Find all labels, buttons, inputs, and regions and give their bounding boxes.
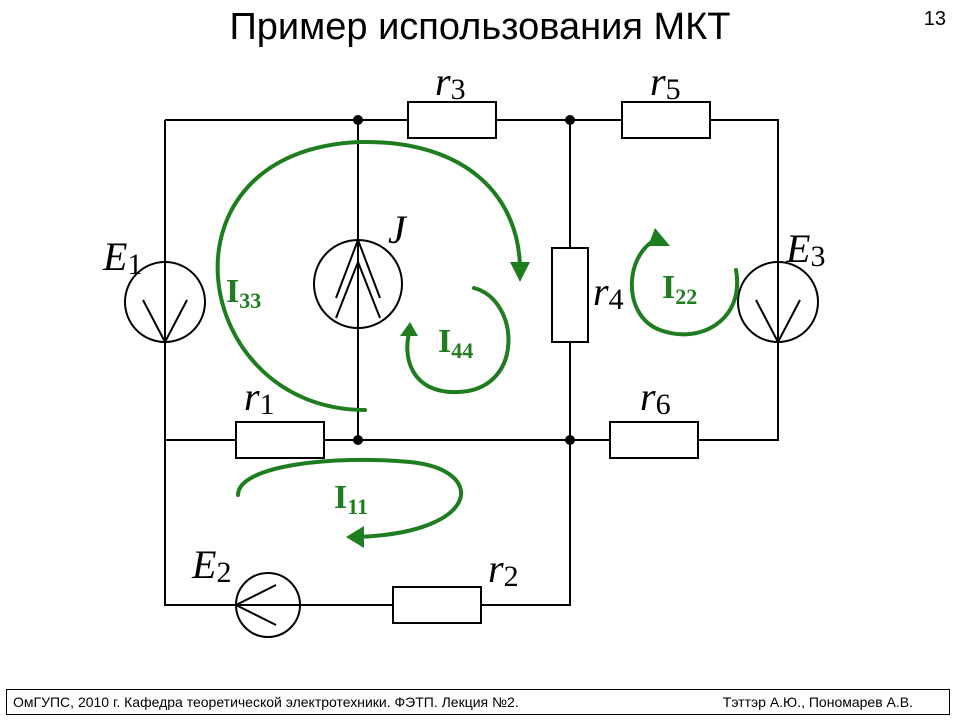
wires [164, 119, 779, 606]
label-r2: r2 [488, 546, 519, 593]
loop-arrow-i22 [629, 236, 740, 337]
wire-top-right [710, 119, 779, 262]
page-number: 13 [923, 8, 946, 30]
wire-right-lower [698, 342, 779, 441]
resistor-r4 [551, 247, 589, 343]
resistor-r2 [392, 586, 482, 624]
footer-bar: ОмГУПС, 2010 г. Кафедра теоретической эл… [6, 689, 950, 715]
loop-arrows [215, 139, 740, 539]
label-i44: I44 [438, 323, 473, 363]
source-e1 [124, 261, 206, 345]
label-r1: r1 [244, 374, 275, 421]
current-source-j [313, 237, 403, 329]
arrowhead-i11 [346, 526, 364, 548]
loop-arrowheads [346, 228, 670, 548]
label-i11: I11 [334, 479, 368, 519]
arrowhead-i44 [400, 322, 418, 336]
arrowhead-i33 [510, 262, 530, 282]
label-i22: I22 [662, 269, 697, 309]
label-e3: E3 [785, 226, 825, 273]
loop-arrow-i44 [405, 286, 511, 395]
label-i33: I33 [226, 273, 261, 313]
resistor-r6 [609, 421, 699, 459]
loop-arrow-i11 [236, 457, 464, 539]
label-e1: E1 [102, 234, 142, 281]
label-r6: r6 [640, 374, 671, 421]
resistor-r3 [407, 101, 497, 139]
nodes [353, 115, 575, 445]
footer-authors: Тэттэр А.Ю., Пономарев А.В. [722, 694, 913, 710]
resistor-r1 [235, 421, 325, 459]
slide-title: Пример использования МКТ [229, 6, 731, 48]
label-e2: E2 [191, 542, 231, 589]
node [565, 435, 575, 445]
node [353, 115, 363, 125]
node [565, 115, 575, 125]
wire-bottom-right [481, 440, 571, 606]
footer-institution: ОмГУПС, 2010 г. Кафедра теоретической эл… [13, 694, 519, 710]
label-j: J [388, 207, 408, 252]
arrowhead-i22 [648, 228, 670, 246]
wire-left-bottom [164, 440, 236, 606]
node [353, 435, 363, 445]
resistor-r5 [621, 101, 711, 139]
circuit-diagram: r3 r5 r4 r1 r6 r2 E1 E3 E2 J I33 I44 I22… [102, 59, 825, 638]
source-e2 [233, 572, 301, 638]
source-e3 [737, 261, 819, 345]
resistors [235, 101, 711, 624]
label-r3: r3 [435, 59, 466, 106]
label-r4: r4 [593, 269, 624, 316]
loop-arrow-i33 [215, 139, 522, 412]
label-r5: r5 [650, 59, 681, 106]
